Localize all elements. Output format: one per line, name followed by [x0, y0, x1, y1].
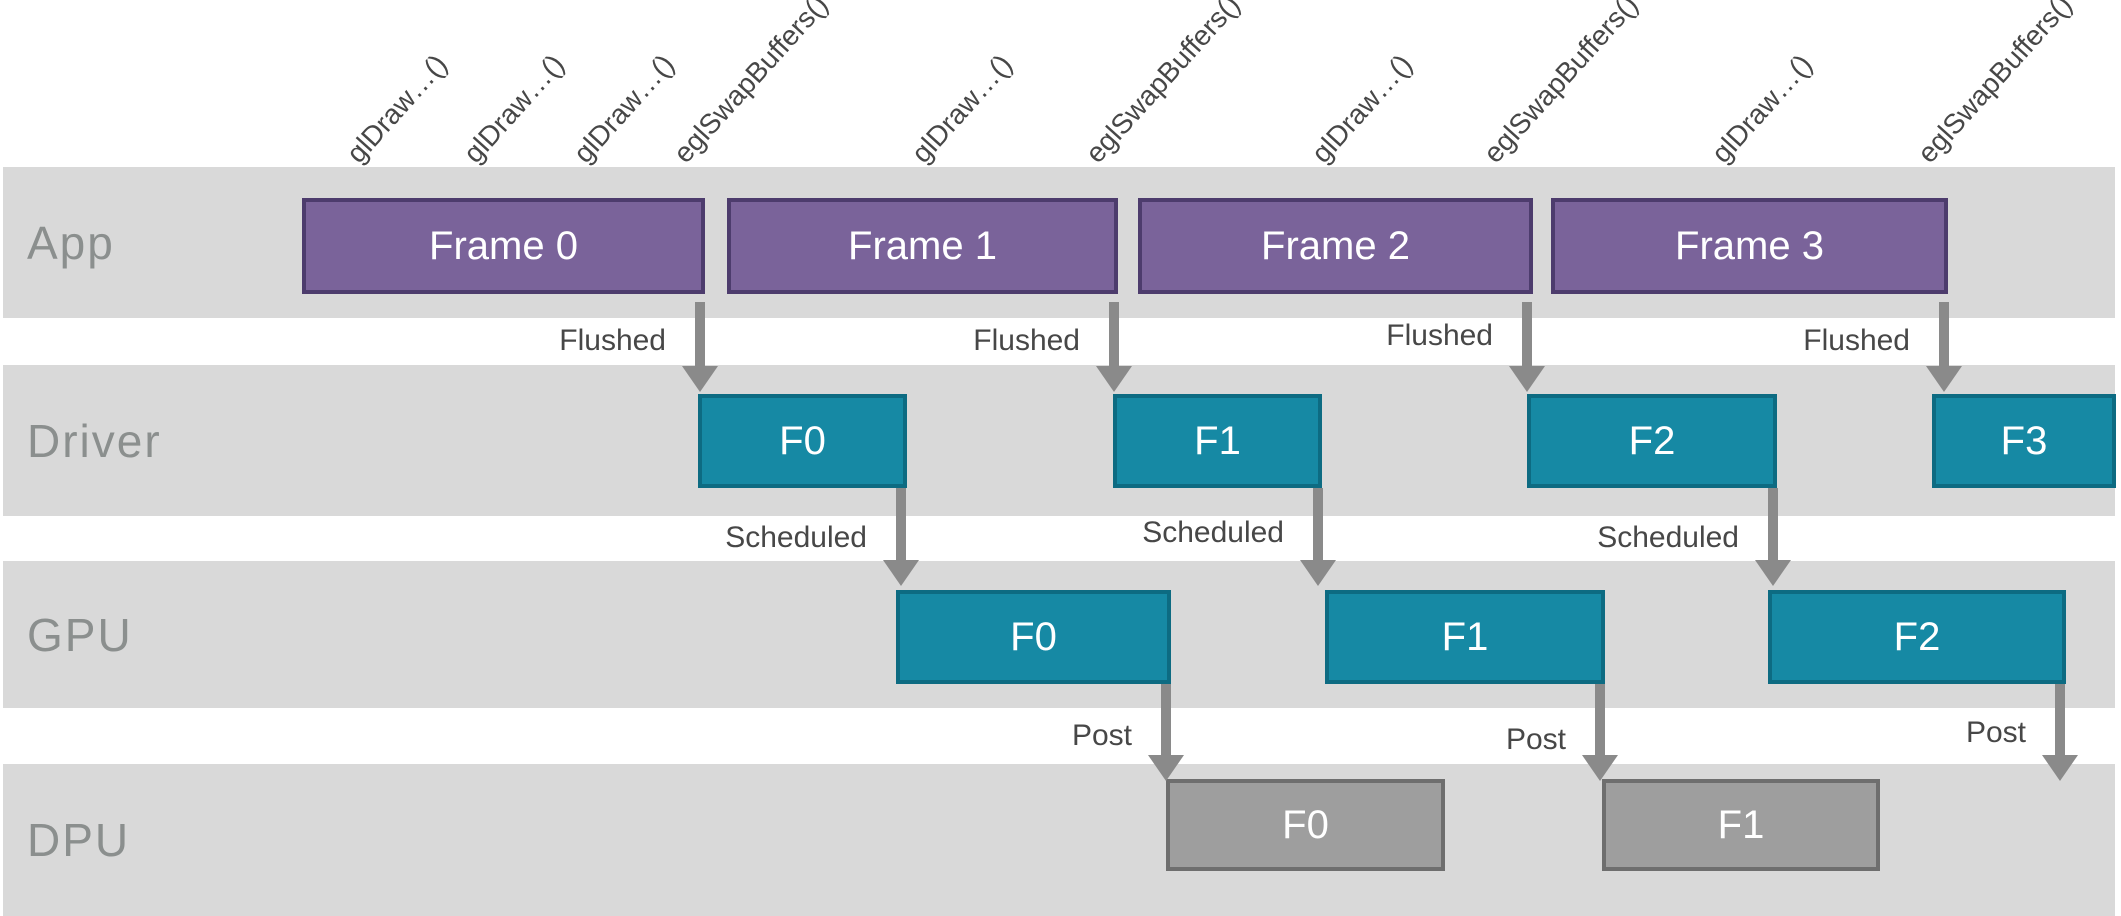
arrow-shaft — [1522, 302, 1532, 368]
arrow-head-icon — [2042, 755, 2078, 781]
arrow-shaft — [1939, 302, 1949, 368]
app-frame-3: Frame 3 — [1551, 198, 1948, 294]
arrow-shaft — [1595, 684, 1605, 757]
arrow-head-icon — [1096, 366, 1132, 392]
gpu-box-f2: F2 — [1768, 590, 2066, 684]
driver-box-f2: F2 — [1527, 394, 1777, 488]
driver-box-f3: F3 — [1932, 394, 2116, 488]
arrow-shaft — [1109, 302, 1119, 368]
gpu-box-f1: F1 — [1325, 590, 1605, 684]
scheduled-arrow-2 — [1300, 488, 1336, 586]
api-call-label-gldraw-3: glDraw…() — [567, 48, 681, 169]
arrow-head-icon — [1926, 366, 1962, 392]
arrow-head-icon — [1755, 560, 1791, 586]
post-arrow-2 — [1582, 684, 1618, 781]
api-call-label-eglswapbuffers-1: eglSwapBuffers() — [667, 0, 834, 169]
flushed-arrow-4 — [1926, 302, 1962, 392]
arrow-shaft — [896, 488, 906, 562]
post-label-3: Post — [1965, 716, 2026, 749]
gpu-box-f0: F0 — [896, 590, 1171, 684]
arrow-shaft — [1768, 488, 1778, 562]
flushed-label-1: Flushed — [559, 324, 666, 357]
arrow-head-icon — [1148, 755, 1184, 781]
api-call-label-gldraw-5: glDraw…() — [1305, 48, 1419, 169]
flushed-label-3: Flushed — [1386, 319, 1493, 352]
arrow-head-icon — [1582, 755, 1618, 781]
post-arrow-1 — [1148, 684, 1184, 781]
flushed-label-2: Flushed — [973, 324, 1080, 357]
post-label-2: Post — [1505, 723, 1566, 756]
flushed-arrow-2 — [1096, 302, 1132, 392]
app-frame-0: Frame 0 — [302, 198, 705, 294]
scheduled-arrow-3 — [1755, 488, 1791, 586]
scheduled-label-3: Scheduled — [1597, 521, 1739, 554]
arrow-head-icon — [883, 560, 919, 586]
api-call-label-gldraw-4: glDraw…() — [905, 48, 1019, 169]
row-label-dpu: DPU — [27, 814, 131, 866]
scheduled-arrow-1 — [883, 488, 919, 586]
driver-box-f0: F0 — [698, 394, 907, 488]
row-label-gpu: GPU — [27, 608, 133, 661]
row-label-driver: Driver — [27, 414, 162, 467]
row-label-app: App — [27, 216, 115, 269]
dpu-box-f1: F1 — [1602, 779, 1880, 871]
arrow-head-icon — [1300, 560, 1336, 586]
arrow-shaft — [1313, 488, 1323, 562]
api-call-label-eglswapbuffers-2: eglSwapBuffers() — [1079, 0, 1246, 169]
post-arrow-3 — [2042, 684, 2078, 781]
api-call-label-gldraw-1: glDraw…() — [340, 48, 454, 169]
app-frame-2: Frame 2 — [1138, 198, 1533, 294]
api-call-label-gldraw-2: glDraw…() — [457, 48, 571, 169]
arrow-head-icon — [1509, 366, 1545, 392]
api-call-label-gldraw-6: glDraw…() — [1705, 48, 1819, 169]
dpu-box-f0: F0 — [1166, 779, 1445, 871]
arrow-shaft — [1161, 684, 1171, 757]
arrow-shaft — [2055, 684, 2065, 757]
app-frame-1: Frame 1 — [727, 198, 1118, 294]
flushed-arrow-3 — [1509, 302, 1545, 392]
api-call-label-eglswapbuffers-3: eglSwapBuffers() — [1477, 0, 1644, 169]
row-band-driver: Driver — [3, 365, 2115, 516]
arrow-head-icon — [682, 366, 718, 392]
api-call-label-eglswapbuffers-4: eglSwapBuffers() — [1911, 0, 2078, 169]
scheduled-label-1: Scheduled — [725, 521, 867, 554]
flushed-label-4: Flushed — [1803, 324, 1910, 357]
scheduled-label-2: Scheduled — [1142, 516, 1284, 549]
driver-box-f1: F1 — [1113, 394, 1322, 488]
flushed-arrow-1 — [682, 302, 718, 392]
arrow-shaft — [695, 302, 705, 368]
post-label-1: Post — [1071, 719, 1132, 752]
